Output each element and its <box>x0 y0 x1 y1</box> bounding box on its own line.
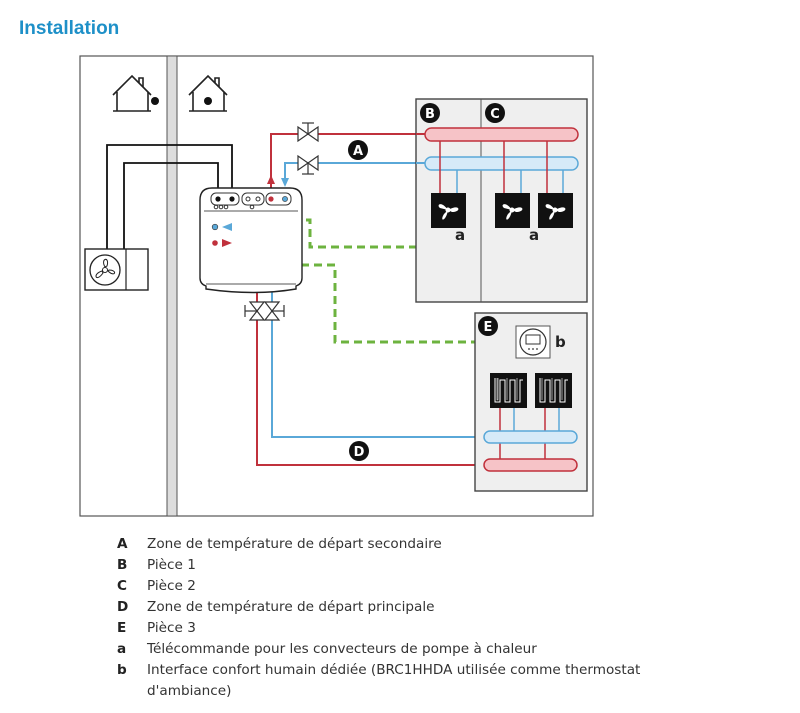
label-a-2: a <box>529 226 539 244</box>
hot-manifold <box>483 458 578 472</box>
cold-manifold <box>483 430 578 444</box>
indoor-unit-icon <box>199 175 303 294</box>
valve-icon <box>244 301 266 321</box>
svg-text:E: E <box>484 320 493 335</box>
label-a-1: a <box>455 226 465 244</box>
fan-convector-icon <box>538 193 573 228</box>
valve-icon <box>297 122 319 143</box>
svg-text:D: D <box>354 445 365 460</box>
marker-a: A <box>348 140 368 160</box>
svg-text:C: C <box>490 107 500 122</box>
room-b-c: B C <box>415 98 588 303</box>
marker-c: C <box>485 103 505 123</box>
house-outdoor-icon <box>112 74 159 112</box>
underfloor-heating-icon <box>490 373 527 408</box>
marker-d: D <box>349 441 369 461</box>
cold-manifold <box>424 156 579 171</box>
valve-icon <box>297 154 319 175</box>
fan-convector-icon <box>431 193 466 228</box>
page-title: Installation <box>19 18 120 39</box>
power-wires <box>106 144 233 249</box>
outdoor-unit <box>84 248 149 291</box>
hot-manifold <box>424 127 579 142</box>
fan-convector-icon <box>495 193 530 228</box>
marker-e: E <box>478 316 498 336</box>
underfloor-heating-icon <box>535 373 572 408</box>
house-indoor-icon <box>188 74 228 112</box>
thermostat-icon <box>515 325 551 359</box>
svg-text:B: B <box>425 107 435 122</box>
outdoor-unit-fan-icon <box>89 254 121 286</box>
wall <box>166 55 178 517</box>
svg-text:A: A <box>353 144 363 159</box>
room-e: E b <box>474 312 588 492</box>
marker-b: B <box>420 103 440 123</box>
valve-icon <box>263 301 285 321</box>
label-b: b <box>555 333 566 351</box>
